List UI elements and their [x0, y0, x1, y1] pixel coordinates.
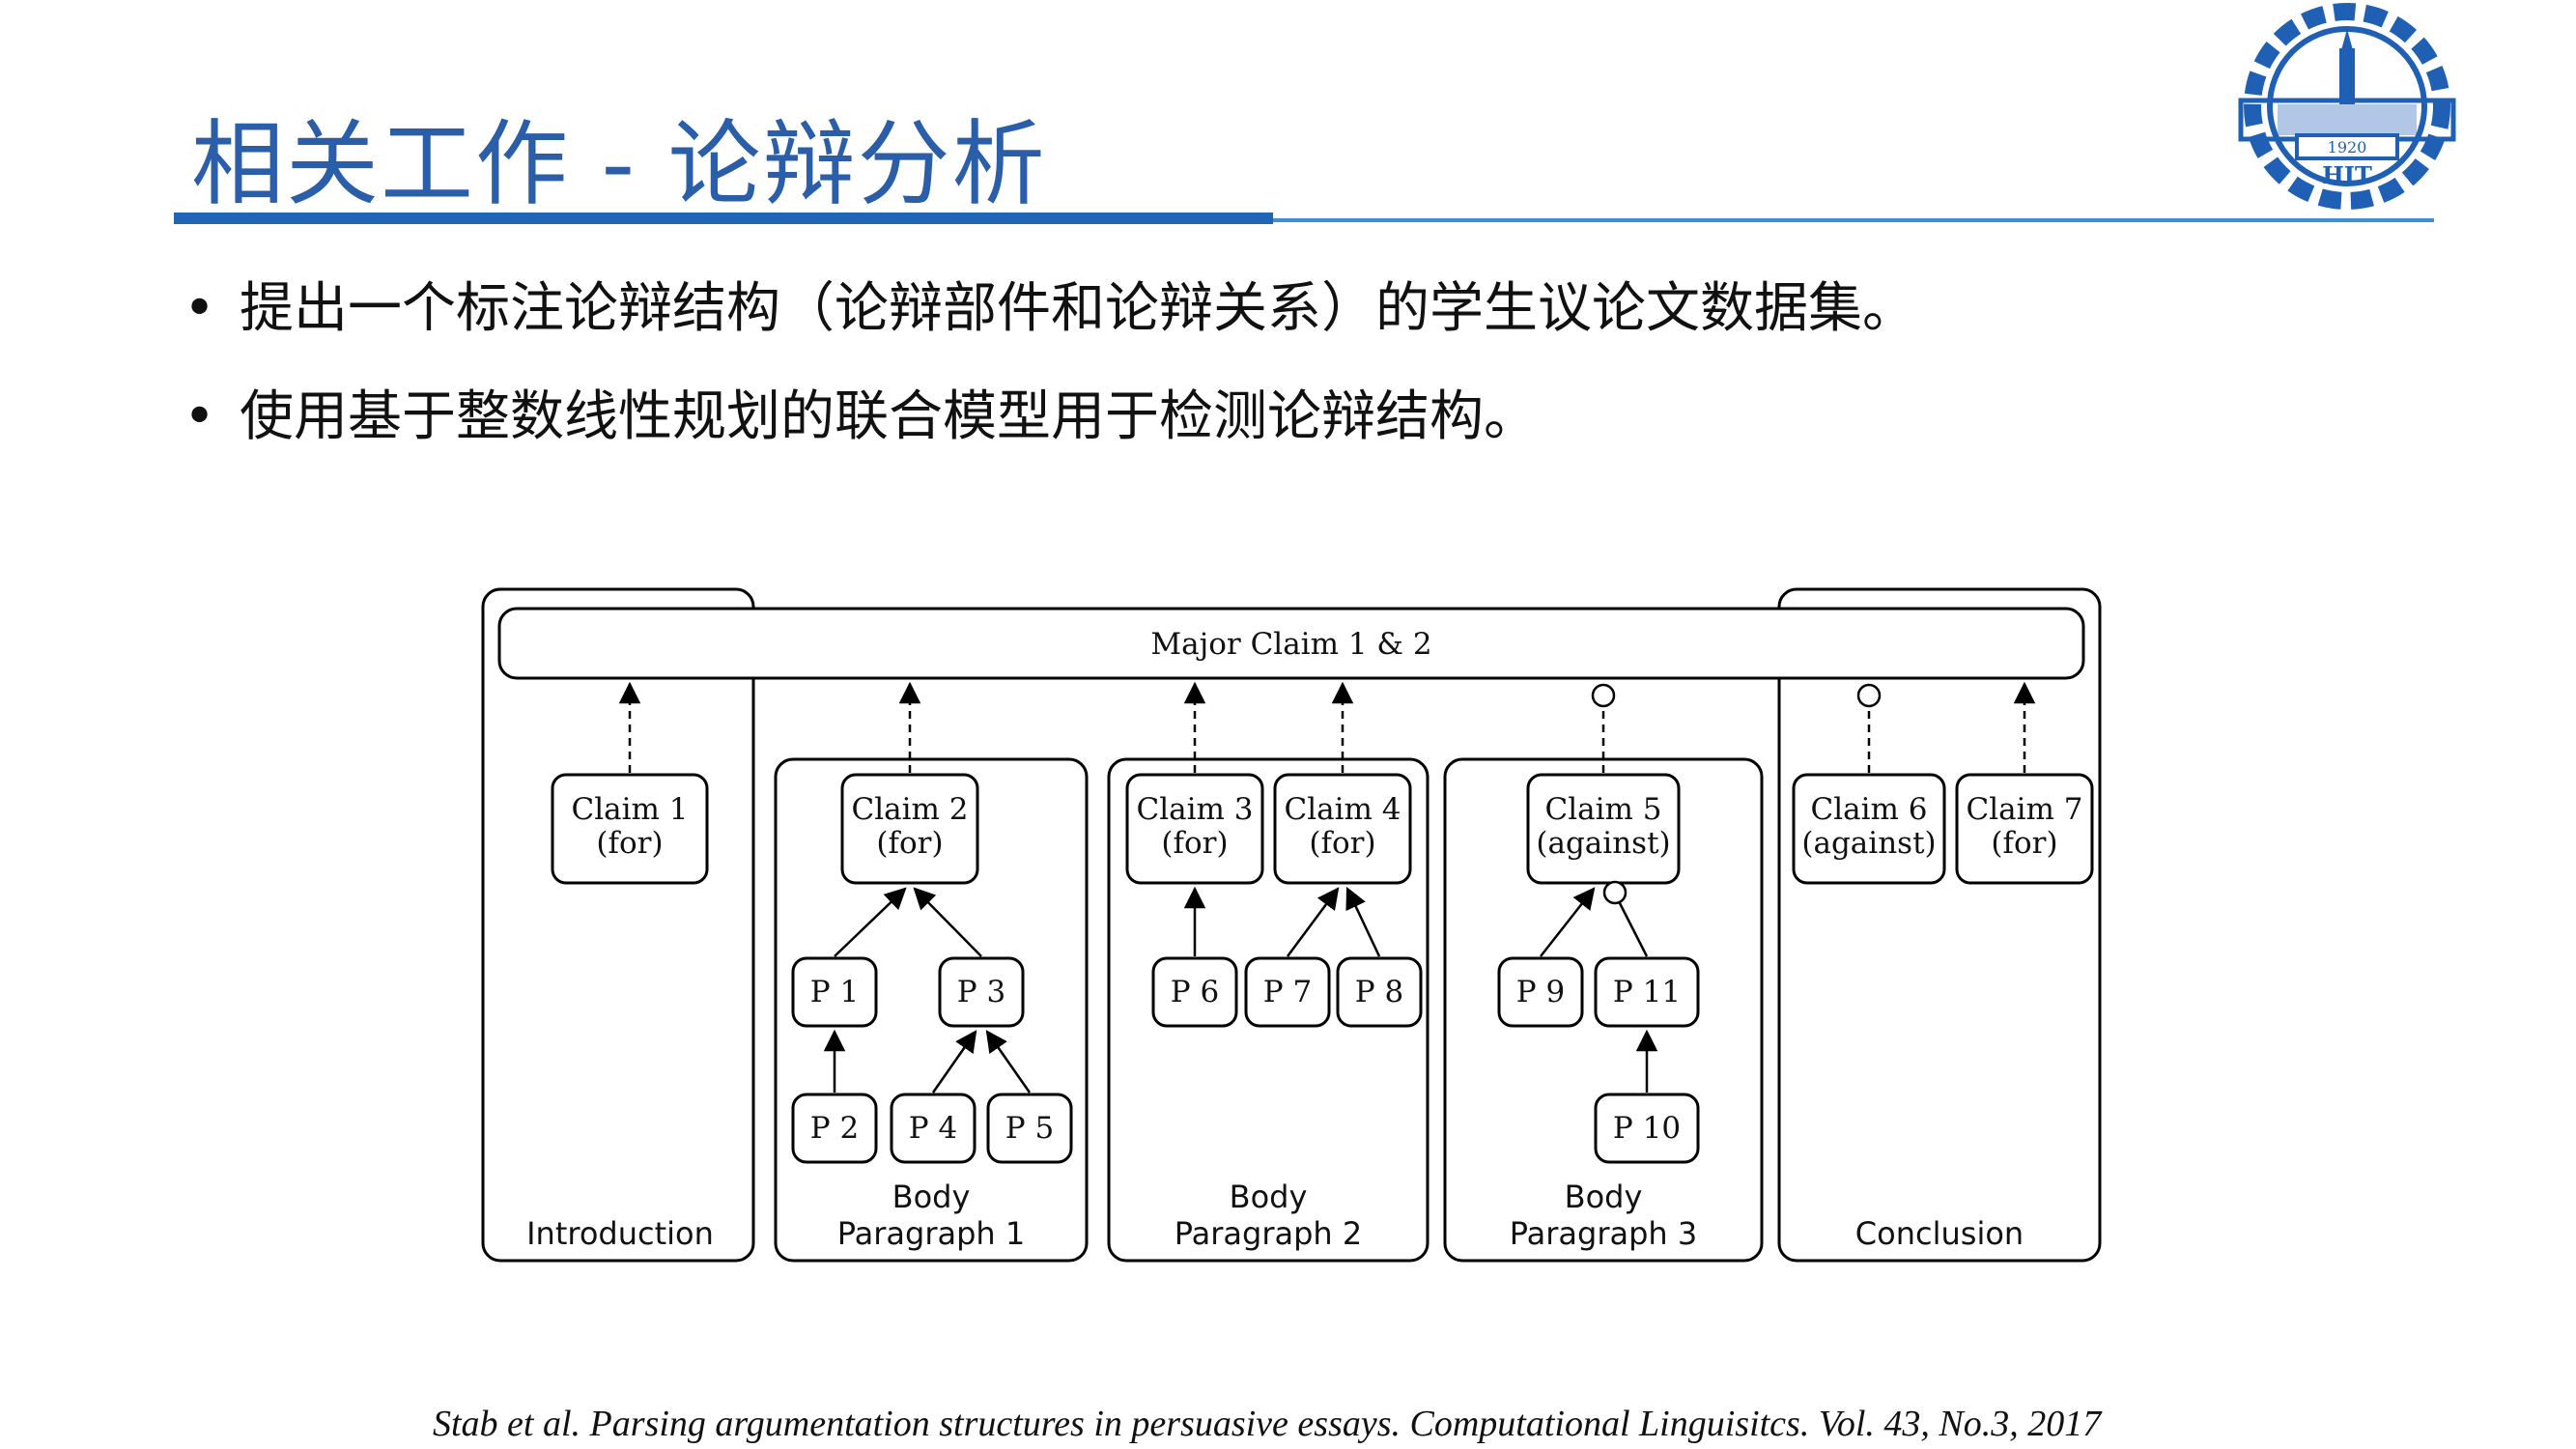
- premise-p11-label: P 11: [1613, 975, 1681, 1009]
- claim-2-box: [840, 773, 979, 885]
- hit-logo: 1920 HIT: [2238, 3, 2456, 210]
- claim-3-box: [1125, 773, 1264, 885]
- section-body-3-label-line1: Body: [1565, 1179, 1643, 1215]
- premise-p2-box: [791, 1093, 878, 1164]
- claim-5-box: [1526, 773, 1681, 885]
- section-body-2-label-line1: Body: [1230, 1179, 1308, 1215]
- p7-supports-claim-4: [1286, 887, 1340, 957]
- claim-6-label: Claim 6: [1810, 792, 1927, 827]
- section-conclusion: [1777, 587, 2102, 1263]
- section-introduction-label: Introduction: [526, 1215, 714, 1252]
- p11-attack-marker: [1602, 880, 1628, 905]
- logo-text: HIT: [2322, 161, 2372, 189]
- premise-p3-box: [938, 956, 1025, 1028]
- citation: Stab et al. Parsing argumentation struct…: [433, 1404, 2102, 1444]
- premise-p8-box: [1336, 956, 1423, 1028]
- claim-1-stance: (for): [596, 826, 663, 861]
- premise-p10-label: P 10: [1613, 1111, 1681, 1146]
- claim-5-label: Claim 5: [1544, 792, 1661, 827]
- premise-p6-label: P 6: [1171, 975, 1219, 1009]
- claim-2-stance: (for): [876, 826, 943, 861]
- premise-p5-label: P 5: [1005, 1111, 1054, 1146]
- section-body-2-label-line2: Paragraph 2: [1175, 1215, 1362, 1252]
- premise-p6-box: [1151, 956, 1238, 1028]
- section-body-1-label-line2: Paragraph 1: [837, 1215, 1025, 1252]
- bullet-item: 使用基于整数线性规划的联合模型用于检测论辩结构。: [184, 379, 1916, 487]
- premise-p4-box: [890, 1093, 977, 1164]
- claim-7-stance: (for): [1991, 826, 2057, 861]
- major-claim-label: Major Claim 1 & 2: [1150, 627, 1431, 662]
- claim-5-attack-marker: [1591, 683, 1616, 708]
- premise-p11-box: [1594, 956, 1700, 1028]
- title-underline-light: [1273, 218, 2434, 222]
- premise-p9-label: P 9: [1516, 975, 1565, 1009]
- claim-7-box: [1955, 773, 2094, 885]
- section-introduction: [481, 587, 755, 1263]
- bullet-list: 提出一个标注论辩结构（论辩部件和论辩关系）的学生议论文数据集。 使用基于整数线性…: [184, 270, 1916, 487]
- premise-p7-label: P 7: [1263, 975, 1312, 1009]
- premise-p1-label: P 1: [810, 975, 859, 1009]
- claim-6-box: [1792, 773, 1946, 885]
- premise-p10-box: [1594, 1093, 1700, 1164]
- p1-supports-claim-2: [834, 887, 907, 957]
- section-body-2: [1107, 757, 1430, 1263]
- argument-structure-diagram: Major Claim 1 & 2 Claim 1 (for) Claim 2 …: [481, 587, 2102, 1263]
- claim-2-label: Claim 2: [851, 792, 968, 827]
- premise-p5-box: [986, 1093, 1073, 1164]
- claim-4-stance: (for): [1309, 826, 1375, 861]
- section-conclusion-label: Conclusion: [1855, 1215, 2024, 1252]
- logo-year: 1920: [2328, 138, 2367, 156]
- p11-attacks-claim-5: [1618, 902, 1649, 957]
- slide-title: 相关工作 - 论辩分析: [191, 110, 1047, 218]
- claim-3-label: Claim 3: [1136, 792, 1253, 827]
- premise-p1-box: [791, 956, 878, 1028]
- claim-6-stance: (against): [1801, 826, 1936, 861]
- claim-3-stance: (for): [1161, 826, 1228, 861]
- claim-4-box: [1273, 773, 1412, 885]
- bullet-item: 提出一个标注论辩结构（论辩部件和论辩关系）的学生议论文数据集。: [184, 270, 1916, 379]
- premise-p8-label: P 8: [1355, 975, 1403, 1009]
- section-body-1: [774, 757, 1089, 1263]
- premise-p7-box: [1244, 956, 1331, 1028]
- claim-5-stance: (against): [1536, 826, 1670, 861]
- premise-p4-label: P 4: [909, 1111, 957, 1146]
- section-body-1-label-line1: Body: [892, 1179, 971, 1215]
- p8-supports-claim-4: [1345, 886, 1381, 957]
- premise-p2-label: P 2: [810, 1111, 859, 1146]
- title-underline-dark: [174, 213, 1273, 224]
- premise-p3-label: P 3: [957, 975, 1005, 1009]
- claim-1-label: Claim 1: [571, 792, 688, 827]
- claim-1-box: [551, 773, 709, 885]
- claim-7-label: Claim 7: [1966, 792, 2082, 827]
- claim-4-label: Claim 4: [1284, 792, 1401, 827]
- major-claim-box: [497, 607, 2085, 680]
- claim-6-attack-marker: [1856, 683, 1882, 708]
- p9-supports-claim-5: [1540, 887, 1596, 957]
- p5-supports-p3: [985, 1030, 1032, 1094]
- p4-supports-p3: [931, 1030, 977, 1094]
- premise-p9-box: [1497, 956, 1584, 1028]
- section-body-3-label-line2: Paragraph 3: [1510, 1215, 1697, 1252]
- p3-supports-claim-2: [913, 887, 982, 957]
